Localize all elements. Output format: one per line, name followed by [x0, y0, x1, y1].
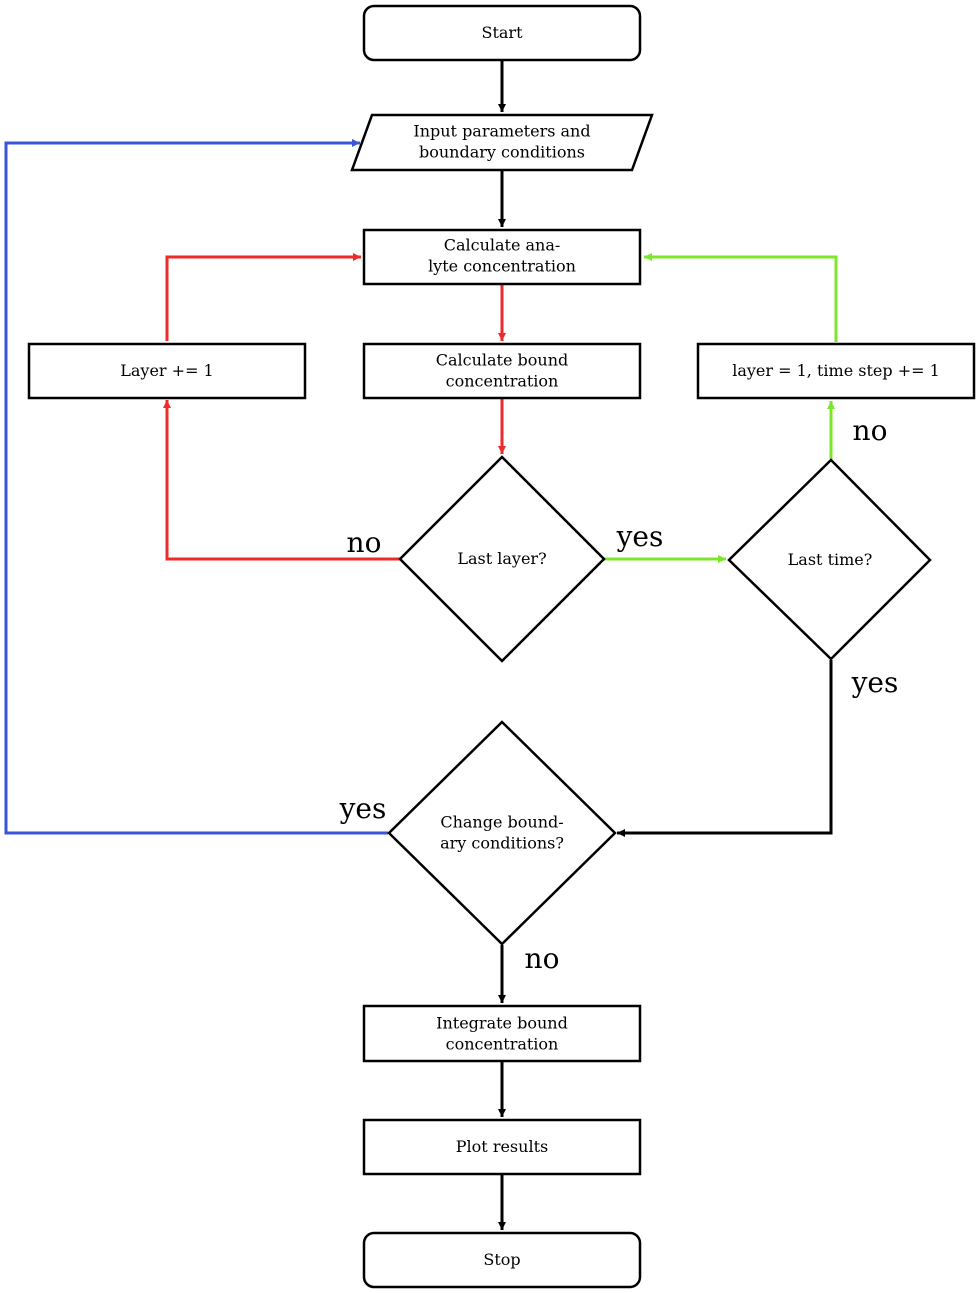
node-text-line: boundary conditions — [419, 143, 585, 162]
node-time-step-increment: layer = 1, time step += 1 — [696, 342, 976, 400]
label-change-bc-no: no — [525, 942, 560, 975]
label-last-layer-no: no — [347, 526, 382, 559]
node-text-line: Last layer? — [457, 549, 546, 568]
node-text-line: Input parameters and — [413, 122, 590, 141]
label-last-time-yes: yes — [851, 666, 899, 699]
label-change-bc-yes: yes — [339, 792, 387, 825]
node-label: Last time? — [788, 550, 873, 569]
node-label: Calculate bound concentration — [436, 351, 569, 391]
node-calculate-bound-concentration: Calculate bound concentration — [362, 342, 642, 400]
node-text-line: Stop — [483, 1250, 520, 1269]
node-text-line: Plot results — [456, 1137, 548, 1156]
node-last-layer-decision: Last layer? — [398, 455, 606, 663]
node-integrate-bound-concentration: Integrate bound concentration — [362, 1004, 642, 1063]
node-layer-increment: Layer += 1 — [27, 342, 307, 400]
node-text-line: Last time? — [788, 550, 873, 569]
node-text-line: Change bound- — [440, 813, 563, 832]
node-change-boundary-decision: Change bound-ary conditions? — [387, 720, 617, 946]
edge-layer-inc-to-calc-analyte — [165, 253, 361, 341]
node-plot-results: Plot results — [362, 1118, 642, 1176]
node-text-line: Layer += 1 — [120, 361, 213, 380]
edges — [4, 60, 838, 1230]
node-text-line: layer = 1, time step += 1 — [732, 361, 940, 380]
label-last-layer-yes: yes — [616, 520, 664, 553]
node-label: Input parameters and boundary conditions — [413, 122, 590, 162]
edge-last-layer-no-to-layer-inc — [163, 400, 400, 561]
node-text-line: concentration — [446, 372, 559, 391]
node-label: Start — [481, 23, 523, 42]
node-text-line: lyte concentration — [428, 257, 576, 276]
node-label: Stop — [483, 1250, 520, 1269]
node-text-line: concentration — [446, 1035, 559, 1054]
node-start: Start — [362, 4, 642, 62]
node-label: Change bound-ary conditions? — [440, 813, 564, 853]
edge-time-inc-to-calc-analyte — [644, 253, 838, 342]
node-text-line: Calculate ana- — [444, 236, 561, 255]
node-label: Integrate bound concentration — [436, 1014, 568, 1054]
node-label: Last layer? — [457, 549, 546, 568]
edge-change-bc-yes-to-input — [4, 139, 388, 835]
node-calculate-analyte-concentration: Calculate ana-lyte concentration — [362, 228, 642, 286]
node-stop: Stop — [362, 1231, 642, 1289]
node-last-time-decision: Last time? — [727, 458, 932, 661]
node-text-line: Start — [481, 23, 523, 42]
node-label: Calculate ana-lyte concentration — [428, 236, 576, 276]
node-label: layer = 1, time step += 1 — [732, 361, 940, 380]
node-input-parameters: Input parameters and boundary conditions — [350, 113, 654, 172]
node-label: Layer += 1 — [120, 361, 213, 380]
edge-last-time-yes-to-change-bc — [617, 660, 833, 837]
node-text-line: Integrate bound — [436, 1014, 568, 1033]
edge-labels: no yes no yes yes no — [339, 414, 899, 975]
label-last-time-no: no — [853, 414, 888, 447]
node-text-line: ary conditions? — [440, 834, 564, 853]
node-label: Plot results — [456, 1137, 548, 1156]
node-text-line: Calculate bound — [436, 351, 569, 370]
